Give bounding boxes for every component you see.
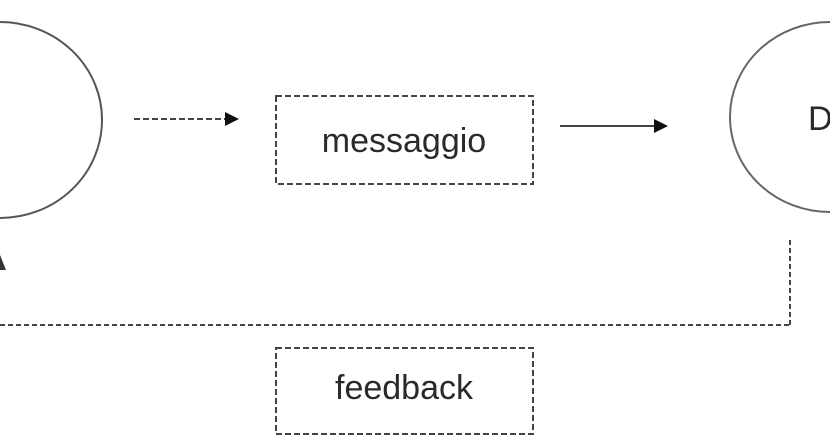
feedback-box: [275, 347, 534, 435]
feedback-label: feedback: [335, 369, 474, 407]
feedback-return-arrow-head: [0, 255, 6, 270]
receiver-partial-label: D: [808, 100, 830, 138]
receiver-ellipse: [729, 21, 830, 213]
message-label: messaggio: [322, 122, 486, 160]
message-box: [275, 95, 534, 185]
sender-ellipse: [0, 21, 103, 219]
